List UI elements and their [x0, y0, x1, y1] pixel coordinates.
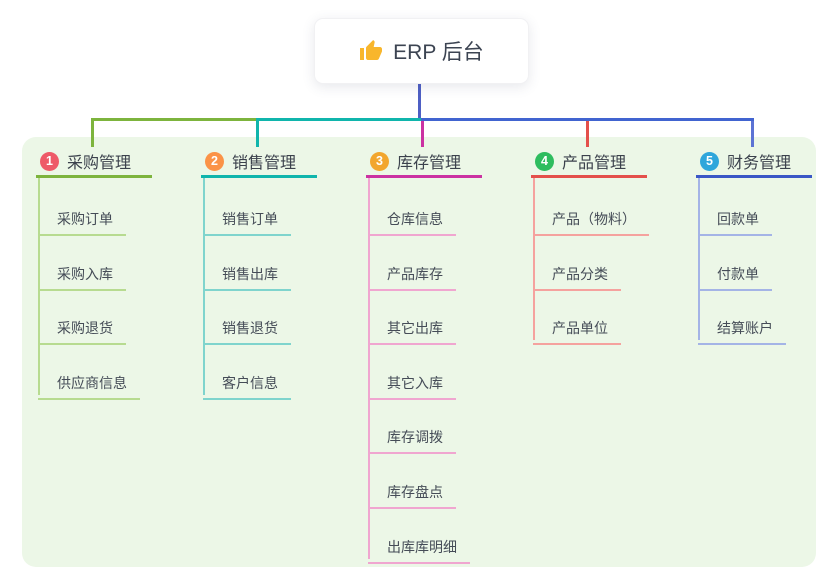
child-node[interactable]: 出库库明细 — [368, 527, 470, 564]
child-node[interactable]: 结算账户 — [698, 308, 786, 346]
trunk-segment-middle — [255, 118, 424, 121]
branch-header[interactable]: 1 采购管理 — [36, 147, 152, 178]
child-node[interactable]: 客户信息 — [203, 363, 291, 400]
child-node[interactable]: 库存调拨 — [368, 417, 456, 455]
branch-drop-line — [255, 121, 259, 147]
root-label: ERP 后台 — [393, 41, 484, 64]
branch-number-badge: 5 — [700, 151, 719, 171]
child-node[interactable]: 产品（物料） — [533, 199, 649, 236]
child-node[interactable]: 销售退货 — [203, 308, 291, 346]
mindmap-panel — [22, 137, 816, 567]
branch-drop-line — [585, 121, 589, 147]
child-node[interactable]: 供应商信息 — [38, 363, 140, 400]
child-spine-line — [368, 178, 370, 559]
child-node[interactable]: 采购退货 — [38, 308, 126, 346]
child-node[interactable]: 销售订单 — [203, 199, 291, 236]
branch-drop-line — [750, 121, 754, 147]
child-spine-line — [698, 178, 700, 341]
branch-label: 库存管理 — [397, 155, 462, 172]
branch-label: 销售管理 — [232, 155, 297, 172]
branch-number-badge: 3 — [370, 151, 389, 171]
child-node[interactable]: 回款单 — [698, 199, 772, 236]
child-node[interactable]: 产品库存 — [368, 254, 456, 291]
child-node[interactable]: 产品分类 — [533, 254, 621, 291]
branch-label: 产品管理 — [562, 155, 627, 172]
thumbs-up-icon — [359, 39, 383, 63]
branch-header[interactable]: 3 库存管理 — [366, 147, 482, 178]
branch-number-badge: 4 — [535, 151, 554, 171]
child-node[interactable]: 付款单 — [698, 254, 772, 291]
branch-header[interactable]: 2 销售管理 — [201, 147, 317, 178]
root-node-erp[interactable]: ERP 后台 — [314, 18, 529, 84]
branch-header[interactable]: 4 产品管理 — [531, 147, 647, 178]
child-node[interactable]: 库存盘点 — [368, 472, 456, 509]
child-node[interactable]: 采购入库 — [38, 254, 126, 291]
child-node[interactable]: 其它出库 — [368, 308, 456, 346]
child-spine-line — [533, 178, 535, 341]
branch-label: 采购管理 — [67, 155, 132, 172]
child-node[interactable]: 产品单位 — [533, 308, 621, 346]
branch-header[interactable]: 5 财务管理 — [696, 147, 812, 178]
child-node[interactable]: 销售出库 — [203, 254, 291, 291]
branch-drop-line — [90, 121, 94, 147]
branch-label: 财务管理 — [727, 155, 792, 172]
child-node[interactable]: 其它入库 — [368, 363, 456, 400]
trunk-segment-right — [420, 118, 754, 121]
trunk-segment-left — [90, 118, 259, 121]
branch-drop-line — [420, 121, 424, 147]
branch-number-badge: 1 — [40, 151, 59, 171]
child-spine-line — [38, 178, 40, 395]
child-node[interactable]: 仓库信息 — [368, 199, 456, 236]
child-node[interactable]: 采购订单 — [38, 199, 126, 236]
root-connector-line — [417, 82, 421, 118]
child-spine-line — [203, 178, 205, 395]
branch-number-badge: 2 — [205, 151, 224, 171]
